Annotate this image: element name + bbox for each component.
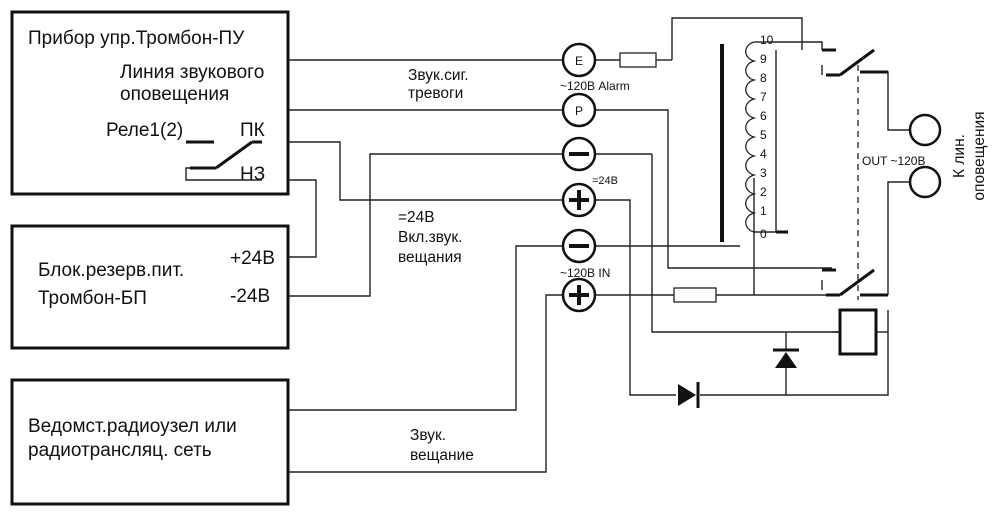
block-radio-network: Ведомст.радиоузел или радиотрансляц. сет… xyxy=(10,378,290,506)
transformer: 10 9 8 7 6 5 4 3 2 1 0 xyxy=(720,33,788,242)
transformer-coil xyxy=(745,41,757,233)
label-dc-small: =24В xyxy=(592,175,618,187)
terminal-minus-dc xyxy=(561,136,597,172)
output-terminal-bottom xyxy=(908,165,942,199)
pu-relay-label: Реле1(2) xyxy=(106,120,183,141)
tap-10: 10 xyxy=(760,33,774,47)
label-alarm-voltage: ~120В Alarm xyxy=(560,79,630,93)
fuse-alarm xyxy=(619,52,657,68)
block-trombon-pu: Прибор упр.Тромбон-ПУ Линия звукового оп… xyxy=(10,10,290,196)
bp-minus-label: -24В xyxy=(230,286,270,307)
label-in-voltage: ~120В IN xyxy=(560,266,610,280)
tap-9: 9 xyxy=(760,52,767,66)
pu-line1: Линия звукового xyxy=(120,62,264,83)
label-dc-1: =24В xyxy=(398,209,435,226)
output-terminal-top xyxy=(908,113,942,147)
svg-text:P: P xyxy=(575,104,583,118)
label-dc-3: вещания xyxy=(398,249,462,266)
tap-8: 8 xyxy=(760,71,767,85)
diode-vertical xyxy=(773,348,799,368)
tap-7: 7 xyxy=(760,90,767,104)
wires xyxy=(260,17,910,473)
label-to-line-2: оповещения xyxy=(971,111,988,200)
pu-title: Прибор упр.Тромбон-ПУ xyxy=(28,28,245,49)
tap-0: 0 xyxy=(760,227,767,241)
tap-1: 1 xyxy=(760,204,767,218)
block-trombon-bp: Блок.резерв.пит. Тромбон-БП +24В -24В xyxy=(10,224,290,350)
pu-pk-label: ПК xyxy=(240,120,265,141)
radio-line2: радиотрансляц. сеть xyxy=(28,440,212,461)
relay-coil xyxy=(838,308,878,356)
bp-line2: Тромбон-БП xyxy=(38,288,147,309)
label-to-line-1: К лин. xyxy=(951,134,968,178)
terminal-minus-in xyxy=(561,228,597,264)
upper-switch xyxy=(822,48,888,77)
bp-plus-label: +24В xyxy=(230,248,275,269)
terminal-p: P xyxy=(561,92,597,128)
tap-6: 6 xyxy=(760,109,767,123)
pu-nz-label: НЗ xyxy=(240,164,265,185)
label-out-voltage: OUT ~120В xyxy=(862,154,925,168)
lower-switch xyxy=(822,268,888,297)
terminal-plus-dc xyxy=(561,182,597,218)
terminal-plus-in xyxy=(561,277,597,313)
svg-text:E: E xyxy=(575,54,583,68)
tap-2: 2 xyxy=(760,185,767,199)
label-broadcast-2: вещание xyxy=(410,447,474,464)
diode-horizontal xyxy=(678,382,700,408)
label-alarm-sig-1: Звук.сиг. xyxy=(408,67,469,84)
bp-line1: Блок.резерв.пит. xyxy=(38,260,184,281)
tap-4: 4 xyxy=(760,147,767,161)
label-dc-2: Вкл.звук. xyxy=(398,229,462,246)
fuse-in xyxy=(673,287,717,303)
tap-3: 3 xyxy=(760,166,767,180)
tap-5: 5 xyxy=(760,128,767,142)
relay-contact-symbol xyxy=(185,140,262,181)
label-broadcast-1: Звук. xyxy=(410,427,446,444)
label-alarm-sig-2: тревоги xyxy=(408,85,463,102)
terminal-e: E xyxy=(561,42,597,78)
pu-line2: оповещения xyxy=(120,84,229,105)
radio-line1: Ведомст.радиоузел или xyxy=(28,416,237,437)
